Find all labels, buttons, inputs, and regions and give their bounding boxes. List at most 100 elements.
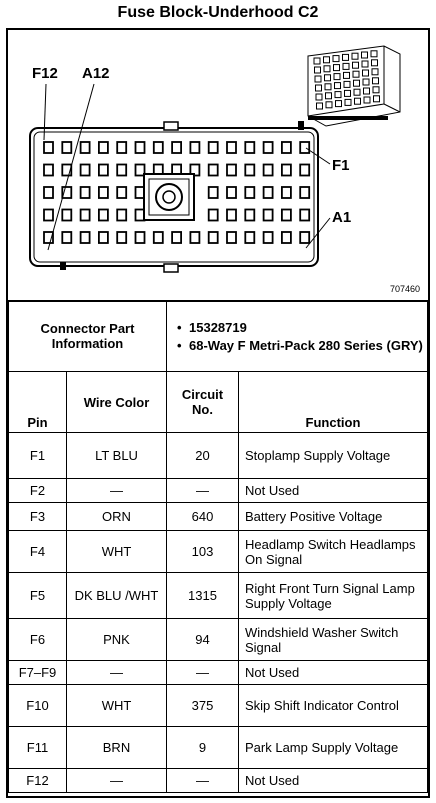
sketch-cell — [370, 50, 378, 58]
pin-cavity — [134, 141, 146, 154]
sketch-cell — [325, 92, 332, 100]
table-row: F12——Not Used — [8, 768, 428, 793]
sketch-cell — [344, 89, 351, 97]
cell-circuit-no: — — [166, 768, 239, 793]
pin-cavity — [244, 208, 256, 222]
leader-f12 — [43, 83, 47, 141]
sketch-cell — [351, 52, 359, 60]
cell-function: Skip Shift Indicator Control — [238, 684, 428, 727]
top-latch-right — [298, 121, 304, 130]
pin-cavity — [61, 186, 73, 199]
cell-circuit-no: — — [166, 478, 239, 503]
cell-wire-color: ORN — [66, 502, 167, 531]
pin-grid — [43, 141, 311, 244]
pin-cavity — [43, 208, 54, 222]
sketch-cell — [352, 70, 360, 78]
cell-function: Not Used — [238, 660, 428, 685]
pin-cavity — [280, 186, 292, 199]
header-function: Function — [238, 371, 428, 433]
cell-circuit-no: 375 — [166, 684, 239, 727]
cell-circuit-no: 640 — [166, 502, 239, 531]
pin-cavity — [79, 141, 91, 154]
pin-cavity — [299, 208, 311, 222]
sketch-cell — [373, 95, 380, 103]
pin-cavity — [280, 163, 292, 177]
cell-circuit-no: 1315 — [166, 572, 239, 619]
sketch-cell — [333, 73, 341, 81]
pin-cavity — [171, 141, 183, 154]
connector-info-value: •15328719 •68-Way F Metri-Pack 280 Serie… — [166, 300, 428, 372]
pin-cavity — [262, 231, 274, 244]
sketch-cell — [313, 57, 321, 65]
pin-cavity — [116, 141, 128, 154]
leader-a1 — [305, 217, 331, 249]
sketch-cell — [361, 51, 368, 59]
pin-cavity — [116, 231, 128, 244]
sketch-cell — [323, 56, 330, 64]
pin-cavity — [116, 186, 128, 199]
cell-wire-color: BRN — [66, 726, 167, 769]
cell-circuit-no: 20 — [166, 432, 239, 479]
pin-cavity — [207, 141, 219, 154]
cell-function: Headlamp Switch Headlamps On Signal — [238, 530, 428, 573]
label-f12: F12 — [32, 65, 58, 82]
pin-cavity — [262, 186, 274, 199]
header-circuit-no: Circuit No. — [166, 371, 239, 433]
sketch-cell — [325, 101, 333, 109]
connector-sheet: F12 A12 F1 A1 707460 Connector — [6, 28, 430, 798]
cell-pin: F3 — [8, 502, 67, 531]
sketch-cell — [314, 66, 321, 74]
label-f1: F1 — [332, 157, 350, 174]
sketch-cell — [371, 59, 378, 67]
pin-cavity — [262, 163, 274, 177]
pin-cavity — [244, 231, 256, 244]
sketch-cell — [334, 82, 341, 90]
table-row: F2——Not Used — [8, 478, 428, 503]
cell-wire-color: LT BLU — [66, 432, 167, 479]
sketch-cell — [354, 97, 361, 105]
pin-cavity — [61, 231, 73, 244]
page-title: Fuse Block-Underhood C2 — [117, 4, 319, 21]
pin-cavity — [134, 231, 146, 244]
sketch-cell — [343, 80, 351, 88]
cell-pin: F2 — [8, 478, 67, 503]
pin-cavity — [116, 163, 128, 177]
label-a12: A12 — [82, 65, 110, 82]
pin-cavity — [98, 186, 109, 199]
pin-cavity — [207, 208, 219, 222]
sketch-cell — [372, 86, 380, 94]
leader-f1 — [305, 147, 331, 165]
center-bolt-inner — [148, 178, 190, 216]
sketch-cell — [324, 83, 332, 91]
pin-cavity — [43, 163, 54, 177]
sketch-base — [308, 116, 388, 120]
top-key — [163, 121, 179, 131]
header-row: Pin Wire Color Circuit No. Function — [8, 371, 428, 433]
sketch-cell — [363, 87, 370, 95]
sketch-cell — [343, 71, 350, 79]
cell-function: Park Lamp Supply Voltage — [238, 726, 428, 769]
sketch-cell — [342, 53, 349, 61]
cell-pin: F10 — [8, 684, 67, 727]
pin-cavity — [280, 141, 292, 154]
label-a1: A1 — [332, 209, 351, 226]
pin-cavity — [43, 231, 54, 244]
cell-wire-color: — — [66, 768, 167, 793]
cell-function: Not Used — [238, 768, 428, 793]
sketch-cell — [371, 68, 379, 76]
pin-cavity — [43, 141, 54, 154]
cell-circuit-no: 9 — [166, 726, 239, 769]
pin-cavity — [299, 186, 311, 199]
cell-pin: F5 — [8, 572, 67, 619]
connector-diagram: F12 A12 F1 A1 707460 — [8, 30, 428, 302]
sketch-cell — [335, 100, 342, 108]
pin-cavity — [207, 163, 219, 177]
pin-cavity — [244, 163, 256, 177]
pin-cavity — [226, 231, 237, 244]
pin-cavity — [98, 231, 109, 244]
center-bolt-inner-ring — [162, 190, 176, 204]
center-bolt-outer-ring — [155, 183, 183, 211]
